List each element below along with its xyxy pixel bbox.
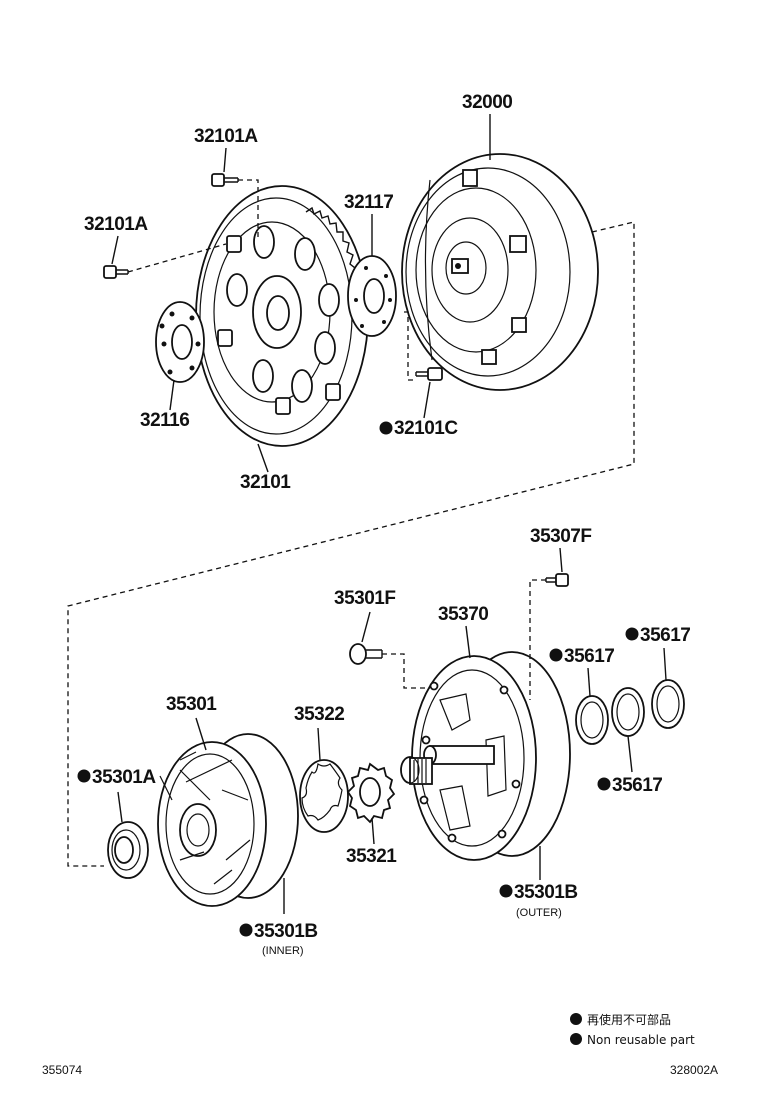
non-reusable-dot-icon <box>549 648 563 662</box>
seal-ring-35617-c[interactable] <box>651 679 685 729</box>
label-32101A-top[interactable]: 32101A <box>194 126 259 147</box>
label-32000[interactable]: 32000 <box>462 92 513 113</box>
leader-line <box>663 647 667 681</box>
leader-line <box>223 147 227 173</box>
guide-line <box>404 311 416 381</box>
label-35307F[interactable]: 35307F <box>530 526 592 547</box>
label-32117[interactable]: 32117 <box>344 192 394 213</box>
bolt-32101A-top[interactable] <box>211 173 239 187</box>
leader-line <box>257 443 269 473</box>
label-35617-b[interactable]: 35617 <box>564 646 615 667</box>
non-reusable-dot-icon <box>239 923 253 937</box>
label-35301F[interactable]: 35301F <box>334 588 396 609</box>
leader-line <box>361 611 371 643</box>
label-32101[interactable]: 32101 <box>240 472 292 493</box>
non-reusable-dot-icon <box>77 769 91 783</box>
leader-line <box>423 381 431 419</box>
inner-note: (INNER) <box>262 945 304 957</box>
drive-gear[interactable] <box>346 762 396 824</box>
leader-line <box>317 727 321 761</box>
non-reusable-dot-icon <box>597 777 611 791</box>
spacer-32116[interactable] <box>155 301 205 383</box>
bolt-32101A-left[interactable] <box>103 265 129 279</box>
driven-gear[interactable] <box>299 759 349 833</box>
leader-line <box>371 817 375 845</box>
legend-english: Non reusable part <box>587 1033 695 1047</box>
seal-ring-35617-a[interactable] <box>575 695 609 745</box>
label-35322[interactable]: 35322 <box>294 704 345 725</box>
leader-line <box>465 625 471 659</box>
bolt-32101C[interactable] <box>415 367 443 381</box>
label-32116[interactable]: 32116 <box>140 410 190 431</box>
outer-note: (OUTER) <box>516 907 562 919</box>
non-reusable-dot-icon <box>499 884 513 898</box>
legend-japanese: 再使用不可部品 <box>587 1012 671 1027</box>
label-35321[interactable]: 35321 <box>346 846 398 867</box>
leader-line <box>195 717 207 751</box>
torque-converter[interactable] <box>401 153 599 391</box>
label-35617-a[interactable]: 35617 <box>640 625 691 646</box>
label-35301A[interactable]: 35301A <box>92 767 157 788</box>
oil-pump-cover[interactable] <box>157 733 299 907</box>
bolt-35301F[interactable] <box>349 643 383 665</box>
label-35301[interactable]: 35301 <box>166 694 218 715</box>
spacer-32117[interactable] <box>347 255 397 337</box>
drive-plate[interactable] <box>195 185 369 447</box>
seal-ring-35617-b[interactable] <box>611 687 645 737</box>
non-reusable-dot-icon <box>625 627 639 641</box>
leader-line <box>627 735 633 773</box>
label-32101C[interactable]: 32101C <box>394 418 459 439</box>
leader-line <box>117 791 123 823</box>
guide-line <box>238 179 259 240</box>
leader-line <box>559 547 563 573</box>
leader-line <box>587 667 591 697</box>
legend: 再使用不可部品 Non reusable part <box>570 1012 695 1047</box>
bolt-35307F[interactable] <box>545 573 569 587</box>
legend-dot-icon <box>570 1013 582 1025</box>
guide-line <box>127 243 227 273</box>
label-32101A-left[interactable]: 32101A <box>84 214 149 235</box>
footer-left-code: 355074 <box>42 1063 82 1077</box>
non-reusable-dot-icon <box>379 421 393 435</box>
footer-right-code: 328002A <box>670 1063 718 1077</box>
label-35301B-inner[interactable]: 35301B <box>254 921 318 942</box>
leader-line <box>169 379 175 411</box>
label-35301B-outer[interactable]: 35301B <box>514 882 578 903</box>
oil-pump-body[interactable] <box>400 651 571 861</box>
legend-dot-icon <box>570 1033 582 1045</box>
label-35370[interactable]: 35370 <box>438 604 489 625</box>
label-35617-c[interactable]: 35617 <box>612 775 663 796</box>
oil-seal-35301A[interactable] <box>107 821 149 879</box>
guide-line <box>382 653 430 689</box>
connector-guide-line <box>67 221 635 867</box>
leader-line <box>111 235 119 265</box>
